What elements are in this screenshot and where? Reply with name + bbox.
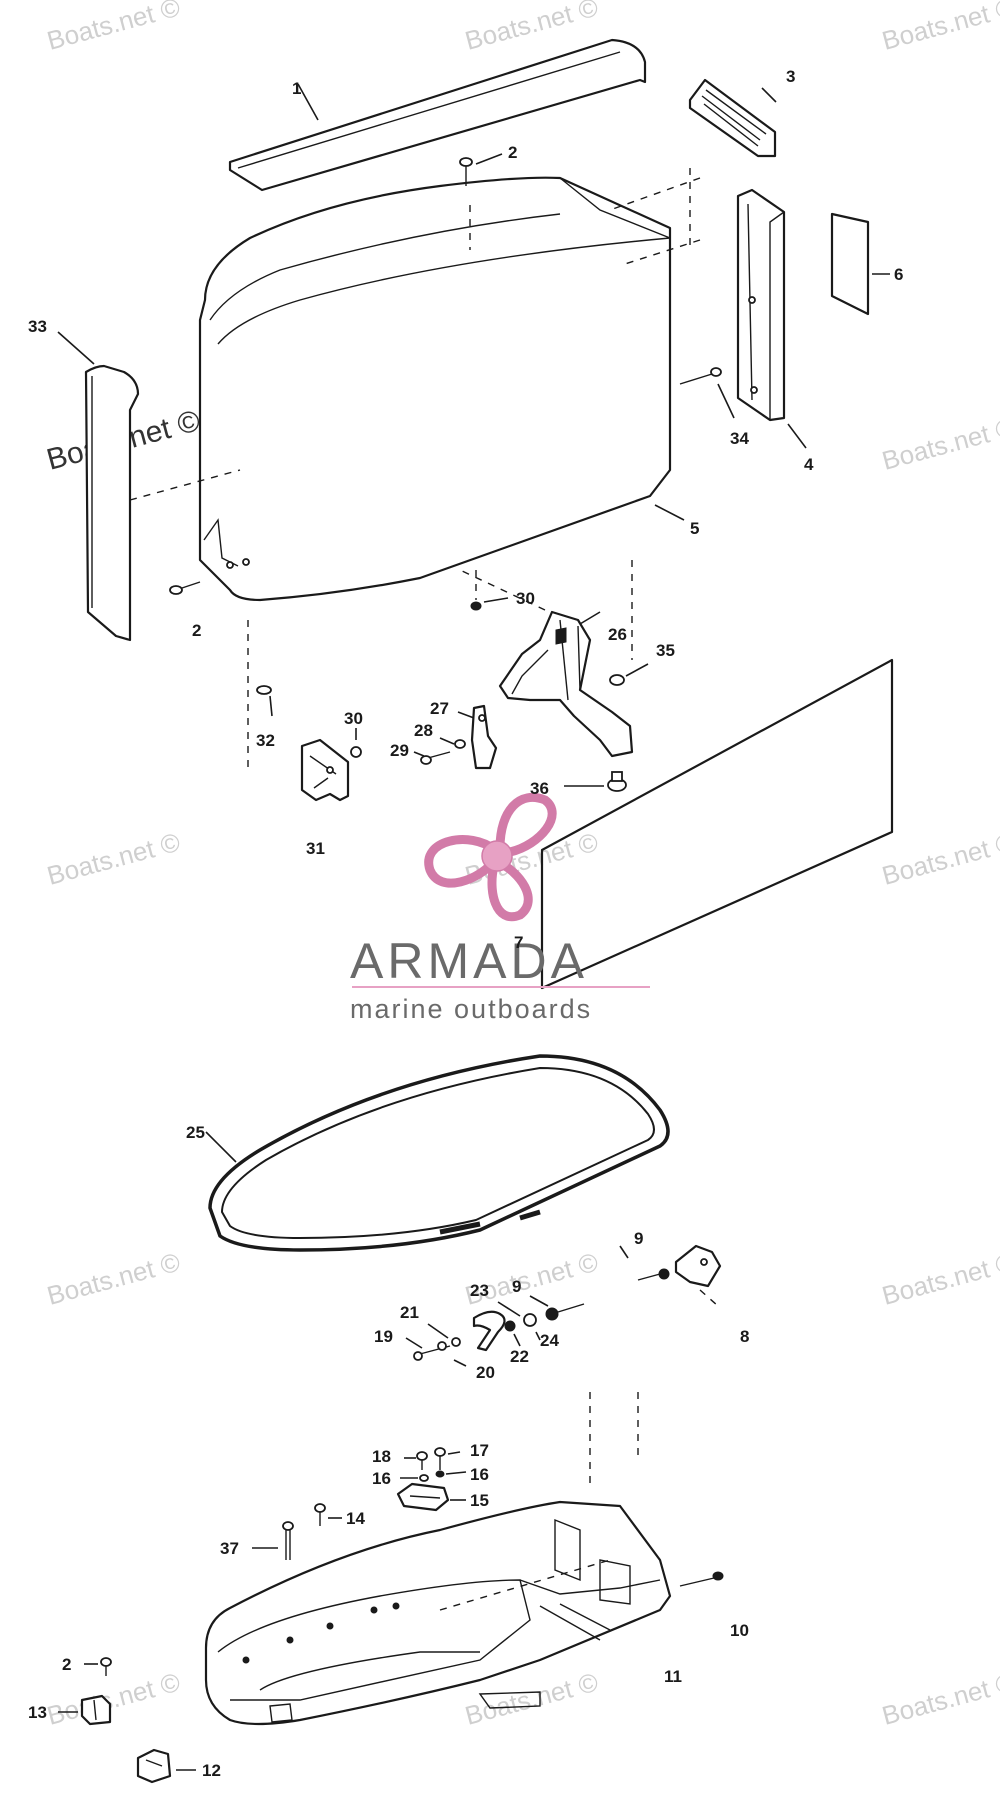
guide-lines	[247, 560, 633, 770]
part-18-screw	[404, 1451, 428, 1470]
callout-36: 36	[530, 779, 549, 798]
callout-15: 15	[470, 1491, 489, 1510]
watermark: Boats.net ©	[44, 1667, 183, 1731]
callout-13: 13	[28, 1703, 47, 1722]
part-7-decal	[540, 658, 894, 990]
callout-2: 2	[192, 621, 201, 640]
brand-tagline: marine outboards	[350, 994, 592, 1024]
callout-18: 18	[372, 1447, 391, 1466]
part-27-hook	[457, 704, 498, 770]
part-2-screw-top	[459, 153, 503, 186]
callout-1: 1	[292, 79, 301, 98]
part-33-side-panel	[57, 331, 140, 642]
callout-19: 19	[374, 1327, 393, 1346]
callout-5: 5	[690, 519, 699, 538]
callout-35: 35	[656, 641, 675, 660]
callout-26: 26	[608, 625, 627, 644]
callout-layer: 1 2 3 4 5 6 33 34 2 30 26 35 30 27 28 29…	[28, 67, 903, 1780]
watermark: Boats.net ©	[879, 827, 1000, 891]
part-26-bracket	[498, 610, 634, 758]
callout-25: 25	[186, 1123, 205, 1142]
part-29-screw	[413, 751, 451, 765]
callout-32: 32	[256, 731, 275, 750]
part-25-seal	[205, 1054, 670, 1252]
callout-21: 21	[400, 1303, 419, 1322]
part-2-screw-left	[169, 581, 201, 595]
part-1-top-trim	[228, 38, 647, 192]
watermark: Boats.net ©	[879, 1247, 1000, 1311]
watermark: Boats.net ©	[44, 827, 183, 891]
watermark: Boats.net ©	[879, 412, 1000, 476]
callout-33: 33	[28, 317, 47, 336]
callout-4: 4	[804, 455, 814, 474]
part-28-washer	[439, 737, 466, 749]
watermark: Boats.net ©	[44, 0, 183, 56]
callout-23: 23	[470, 1281, 489, 1300]
part-17-screw	[434, 1447, 461, 1470]
part-8-lever	[619, 1244, 722, 1307]
callout-16: 16	[470, 1465, 489, 1484]
watermark: Boats.net ©	[44, 1247, 183, 1311]
callout-16: 16	[372, 1469, 391, 1488]
callout-30: 30	[344, 709, 363, 728]
brand-name: ARMADA	[350, 933, 588, 989]
callout-28: 28	[414, 721, 433, 740]
callout-31: 31	[306, 839, 325, 858]
callout-24: 24	[540, 1331, 559, 1350]
callout-20: 20	[476, 1363, 495, 1382]
callout-29: 29	[390, 741, 409, 760]
part-31-latch	[300, 738, 350, 802]
watermark: Boats.net ©	[462, 1247, 601, 1311]
callout-14: 14	[346, 1509, 365, 1528]
callout-34: 34	[730, 429, 749, 448]
part-35-nut	[609, 663, 649, 686]
callout-22: 22	[510, 1347, 529, 1366]
callout-9: 9	[634, 1229, 643, 1248]
part-34-screw	[679, 367, 735, 419]
callout-11: 11	[664, 1667, 682, 1686]
part-37-bolt	[252, 1521, 294, 1560]
callout-8: 8	[740, 1327, 749, 1346]
part-32-screw	[256, 685, 273, 717]
callout-2: 2	[508, 143, 517, 162]
callout-9: 9	[512, 1277, 521, 1296]
part-14-screw	[314, 1503, 342, 1526]
callout-6: 6	[894, 265, 903, 284]
propeller-icon	[424, 793, 557, 922]
callout-27: 27	[430, 699, 449, 718]
callout-12: 12	[202, 1761, 221, 1780]
part-15-bracket	[396, 1482, 466, 1512]
callout-17: 17	[470, 1441, 489, 1460]
watermark: Boats.net ©	[879, 1667, 1000, 1731]
part-13-clip	[58, 1694, 112, 1726]
guide-lines-lower	[589, 1392, 639, 1490]
callout-3: 3	[786, 67, 795, 86]
armada-logo: ARMADA marine outboards	[350, 793, 650, 1024]
part-11-lower-pan	[204, 1500, 672, 1726]
part-12-latch-block	[136, 1748, 196, 1784]
part-16-washers	[400, 1470, 467, 1482]
part-5-upper-cowl	[129, 168, 701, 602]
part-36-grommet	[564, 771, 627, 792]
part-30-nut-lower	[350, 728, 362, 758]
part-30-nut-upper	[470, 570, 509, 611]
callout-37: 37	[220, 1539, 239, 1558]
callout-7: 7	[514, 933, 523, 952]
callout-2: 2	[62, 1655, 71, 1674]
watermark: Boats.net ©	[462, 0, 601, 56]
part-3-grille	[688, 78, 777, 158]
part-2-screw-lower	[84, 1657, 112, 1676]
part-10-screw	[679, 1571, 724, 1587]
part-6-plate	[830, 212, 890, 316]
part-4-rear-bracket	[736, 188, 807, 449]
callout-30: 30	[516, 589, 535, 608]
watermark: Boats.net ©	[879, 0, 1000, 56]
latch-hardware	[405, 1295, 585, 1367]
callout-10: 10	[730, 1621, 749, 1640]
